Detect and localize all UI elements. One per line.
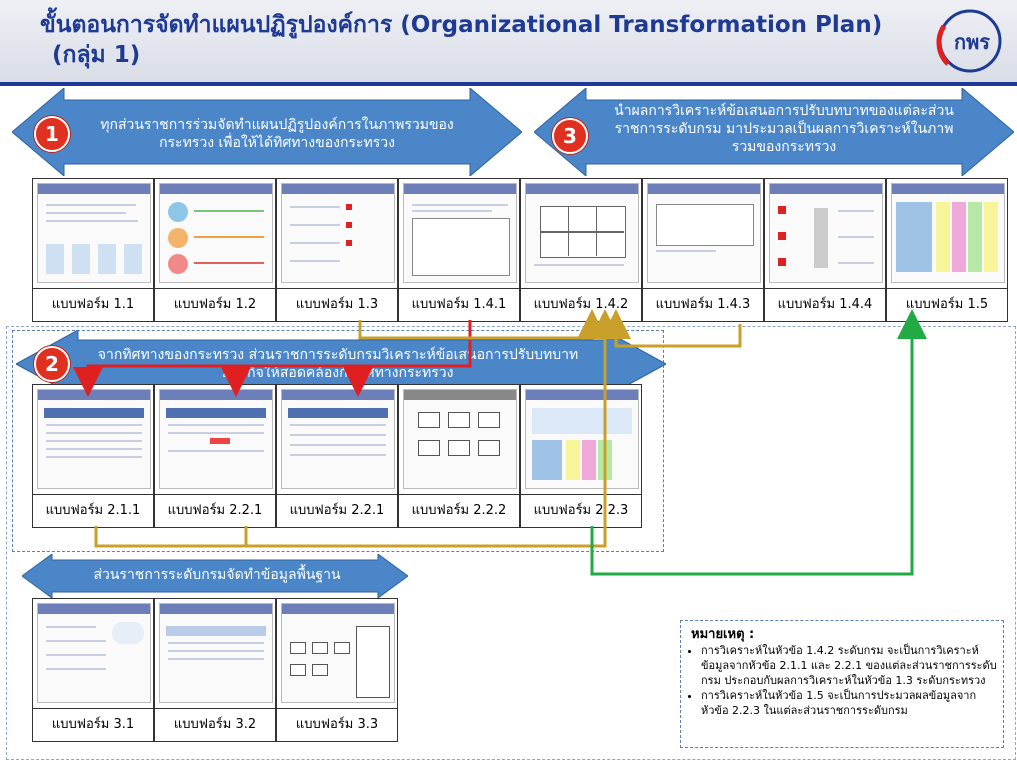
form-card-1-5[interactable]: แบบฟอร์ม 1.5 bbox=[886, 178, 1008, 322]
form-card-3-1[interactable]: แบบฟอร์ม 3.1 bbox=[32, 598, 154, 742]
title-line-2: (กลุ่ม 1) bbox=[52, 42, 141, 68]
form-label: แบบฟอร์ม 2.2.1 bbox=[277, 494, 397, 527]
form-thumbnail bbox=[159, 389, 273, 489]
form-label: แบบฟอร์ม 1.1 bbox=[33, 288, 153, 321]
form-label: แบบฟอร์ม 1.3 bbox=[277, 288, 397, 321]
step-basic-text: ส่วนราชการระดับกรมจัดทำข้อมูลพื้นฐาน bbox=[93, 567, 341, 583]
slide-header: ขั้นตอนการจัดทำแผนปฏิรูปองค์การ (Organiz… bbox=[0, 0, 1017, 86]
outer-group-box bbox=[6, 326, 1016, 760]
form-thumbnail bbox=[525, 389, 639, 489]
gold-connector bbox=[601, 309, 742, 348]
red-connector bbox=[73, 320, 472, 397]
form-label: แบบฟอร์ม 3.1 bbox=[33, 708, 153, 741]
step3-badge: 3 bbox=[552, 118, 588, 154]
form-card-1-4-2[interactable]: แบบฟอร์ม 1.4.2 bbox=[520, 178, 642, 322]
form-card-1-4-1[interactable]: แบบฟอร์ม 1.4.1 bbox=[398, 178, 520, 322]
title-line-1: ขั้นตอนการจัดทำแผนปฏิรูปองค์การ (Organiz… bbox=[40, 12, 883, 38]
step3-arrow: นำผลการวิเคราะห์ข้อเสนอการปรับบทบาทของแต… bbox=[534, 88, 1014, 176]
form-thumbnail bbox=[647, 183, 761, 283]
form-card-3-3[interactable]: แบบฟอร์ม 3.3 bbox=[276, 598, 398, 742]
form-label: แบบฟอร์ม 1.4.4 bbox=[765, 288, 885, 321]
note-title: หมายเหตุ : bbox=[691, 627, 755, 642]
form-thumbnail bbox=[37, 183, 151, 283]
form-label: แบบฟอร์ม 2.2.1 bbox=[155, 494, 275, 527]
slide-title: ขั้นตอนการจัดทำแผนปฏิรูปองค์การ (Organiz… bbox=[40, 10, 920, 70]
form-card-1-4-3[interactable]: แบบฟอร์ม 1.4.3 bbox=[642, 178, 764, 322]
step2-arrow: จากทิศทางของกระทรวง ส่วนราชการระดับกรมวิ… bbox=[16, 330, 666, 398]
form-card-1-1[interactable]: แบบฟอร์ม 1.1 bbox=[32, 178, 154, 322]
note-item: การวิเคราะห์ในหัวข้อ 1.4.2 ระดับกรม จะเป… bbox=[701, 643, 999, 688]
form-label: แบบฟอร์ม 1.4.3 bbox=[643, 288, 763, 321]
form-label: แบบฟอร์ม 1.4.2 bbox=[521, 288, 641, 321]
form-thumbnail bbox=[281, 183, 395, 283]
step1-arrow: ทุกส่วนราชการร่วมจัดทำแผนปฏิรูปองค์การใน… bbox=[12, 88, 522, 176]
step2-badge: 2 bbox=[34, 346, 70, 382]
note-box: หมายเหตุ : การวิเคราะห์ในหัวข้อ 1.4.2 ระ… bbox=[680, 620, 1004, 748]
form-label: แบบฟอร์ม 1.5 bbox=[887, 288, 1007, 321]
form-label: แบบฟอร์ม 3.3 bbox=[277, 708, 397, 741]
step3-text: นำผลการวิเคราะห์ข้อเสนอการปรับบทบาทของแต… bbox=[614, 103, 954, 155]
form-thumbnail bbox=[159, 603, 273, 703]
step1-badge: 1 bbox=[34, 116, 70, 152]
note-list: การวิเคราะห์ในหัวข้อ 1.4.2 ระดับกรม จะเป… bbox=[687, 643, 999, 718]
form-thumbnail bbox=[281, 389, 395, 489]
form-card-2-2-1b[interactable]: แบบฟอร์ม 2.2.1 bbox=[276, 384, 398, 528]
note-item: การวิเคราะห์ในหัวข้อ 1.5 จะเป็นการประมวล… bbox=[701, 688, 999, 718]
form-label: แบบฟอร์ม 2.1.1 bbox=[33, 494, 153, 527]
step-basic-arrow: ส่วนราชการระดับกรมจัดทำข้อมูลพื้นฐาน bbox=[22, 554, 408, 598]
step2-group-box bbox=[12, 330, 664, 552]
form-label: แบบฟอร์ม 1.4.1 bbox=[399, 288, 519, 321]
form-label: แบบฟอร์ม 2.2.2 bbox=[399, 494, 519, 527]
form-thumbnail bbox=[891, 183, 1005, 283]
form-thumbnail bbox=[37, 603, 151, 703]
logo-text: กพร bbox=[954, 30, 990, 54]
form-card-1-2[interactable]: แบบฟอร์ม 1.2 bbox=[154, 178, 276, 322]
form-thumbnail bbox=[403, 183, 517, 283]
form-card-1-4-4[interactable]: แบบฟอร์ม 1.4.4 bbox=[764, 178, 886, 322]
form-card-1-3[interactable]: แบบฟอร์ม 1.3 bbox=[276, 178, 398, 322]
opdc-logo-icon: กพร bbox=[936, 9, 1002, 73]
gold-connector bbox=[358, 309, 607, 340]
gold-connector bbox=[246, 309, 620, 548]
form-thumbnail bbox=[769, 183, 883, 283]
form-label: แบบฟอร์ม 3.2 bbox=[155, 708, 275, 741]
step1-text: ทุกส่วนราชการร่วมจัดทำแผนปฏิรูปองค์การใน… bbox=[100, 117, 454, 151]
form-thumbnail bbox=[159, 183, 273, 283]
form-card-2-2-1a[interactable]: แบบฟอร์ม 2.2.1 bbox=[154, 384, 276, 528]
form-card-2-2-2[interactable]: แบบฟอร์ม 2.2.2 bbox=[398, 384, 520, 528]
form-thumbnail bbox=[281, 603, 395, 703]
form-thumbnail bbox=[403, 389, 517, 489]
form-label: แบบฟอร์ม 1.2 bbox=[155, 288, 275, 321]
step2-text: จากทิศทางของกระทรวง ส่วนราชการระดับกรมวิ… bbox=[97, 347, 579, 381]
form-card-3-2[interactable]: แบบฟอร์ม 3.2 bbox=[154, 598, 276, 742]
gold-connector bbox=[94, 526, 248, 548]
green-connector bbox=[590, 309, 927, 576]
form-thumbnail bbox=[525, 183, 639, 283]
